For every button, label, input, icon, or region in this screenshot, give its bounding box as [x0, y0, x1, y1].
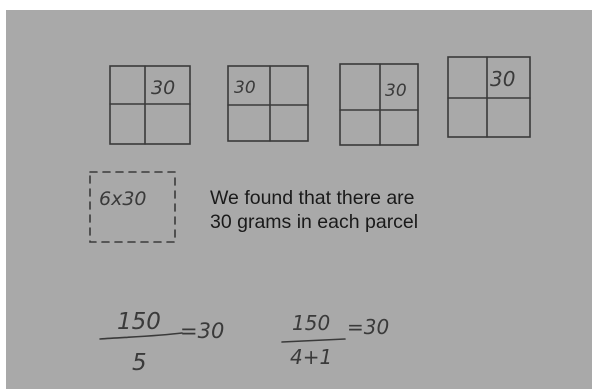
equation-1-denominator: 5 — [132, 350, 147, 376]
parcel-grid-4-label: 30 — [490, 67, 515, 91]
equation-2-numerator: 150 — [292, 311, 330, 335]
parcel-grid-1-label: 30 — [151, 77, 175, 99]
parcel-grid-3: 30 — [339, 63, 419, 146]
parcel-grid-2-label: 30 — [234, 78, 256, 98]
parcel-grid-4: 30 — [447, 56, 531, 138]
parcel-grid-3-label: 30 — [385, 81, 407, 101]
parcel-grid-1: 30 — [109, 65, 191, 145]
equation-2-denominator: 4+1 — [290, 345, 332, 369]
equation-2-result: =30 — [347, 315, 389, 339]
parcel-grid-2: 30 — [227, 65, 309, 142]
equation-2: 150 4+1 =30 — [281, 311, 389, 369]
equation-1: 150 5 =30 — [99, 309, 224, 376]
equation-1-result: =30 — [180, 319, 224, 343]
whiteboard — [6, 10, 592, 389]
statement-line-1: We found that there are — [210, 187, 415, 209]
statement-line-2: 30 grams in each parcel — [210, 211, 419, 233]
dashed-box: 6x30 — [89, 171, 176, 243]
equation-1-numerator: 150 — [117, 309, 161, 335]
statement: We found that there are 30 grams in each… — [210, 186, 418, 234]
dashed-box-label: 6x30 — [99, 188, 147, 210]
